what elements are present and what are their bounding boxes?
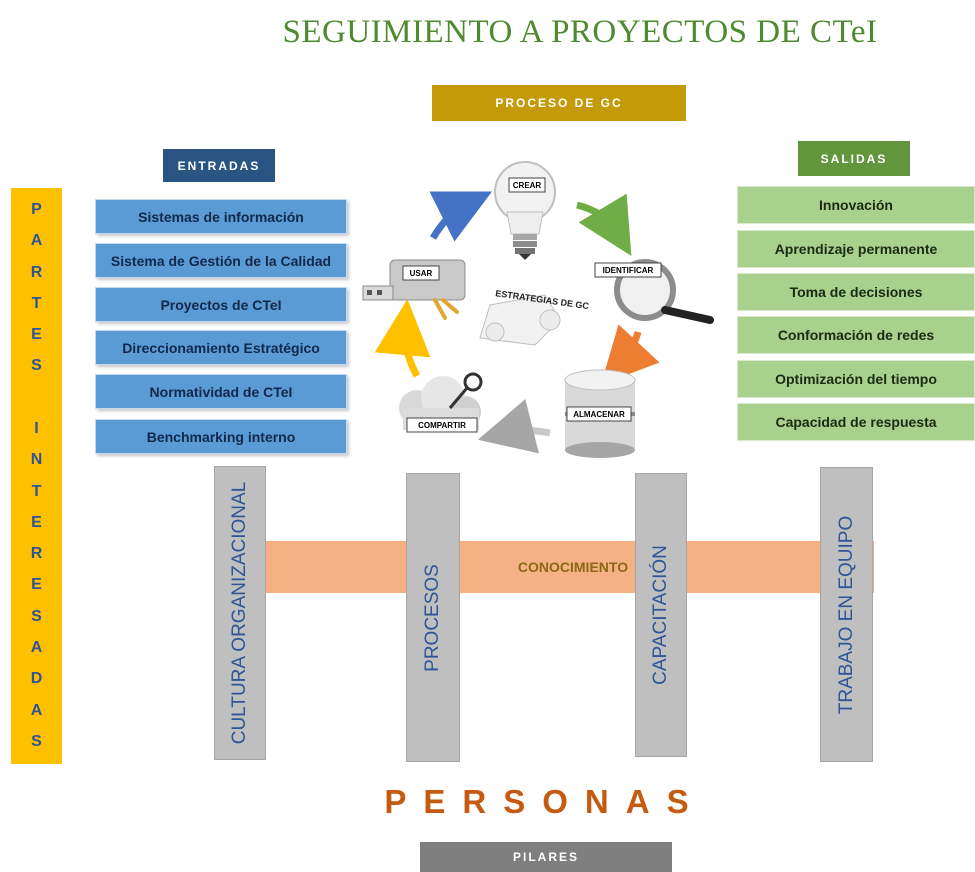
arrow-compartir-usar: [374, 299, 431, 378]
arrow-crear-identificar: [576, 193, 632, 257]
partes-letter: P: [31, 201, 42, 218]
partes-letter: T: [31, 294, 42, 312]
pillar-label: CULTURA ORGANIZACIONAL: [229, 481, 250, 745]
proceso-header: PROCESO DE GC: [432, 85, 686, 121]
arrow-usar-crear: [429, 191, 493, 242]
partes-letter: T: [31, 482, 42, 500]
partes-letter: A: [30, 701, 43, 719]
pillar: CULTURA ORGANIZACIONAL: [214, 466, 266, 760]
pilares-header: PILARES: [420, 842, 672, 872]
gc-cycle: ESTRATEGIAS DE GC CREAR IDENTIFICAR ALMA…: [362, 161, 714, 458]
entrada-item: Sistema de Gestión de la Calidad: [95, 243, 347, 278]
entradas-header: ENTRADAS: [163, 149, 275, 182]
salidas-header: SALIDAS: [798, 141, 910, 176]
pillar-label: PROCESOS: [422, 563, 443, 672]
partes-letter: S: [31, 607, 42, 625]
partes-letter: R: [30, 263, 43, 281]
partes-letter: S: [31, 357, 42, 375]
salida-item: Capacidad de respuesta: [737, 403, 975, 441]
salidas-label: SALIDAS: [820, 151, 888, 166]
salida-item: Toma de decisiones: [737, 273, 975, 311]
step-identificar: IDENTIFICAR: [603, 266, 654, 275]
proceso-label: PROCESO DE GC: [495, 96, 623, 110]
lightbulb-icon: [494, 161, 556, 260]
pillar-label: CAPACITACIÓN: [650, 545, 671, 685]
partes-letter: A: [30, 232, 43, 250]
step-compartir: COMPARTIR: [418, 421, 466, 430]
salida-item: Conformación de redes: [737, 316, 975, 354]
partes-letter: D: [30, 670, 43, 688]
partes-letter: R: [30, 545, 43, 563]
entrada-item: Normatividad de CTeI: [95, 374, 347, 409]
salida-item: Aprendizaje permanente: [737, 230, 975, 268]
conocimiento-band: CONOCIMIENTO: [266, 541, 874, 593]
conocimiento-label: CONOCIMIENTO: [517, 559, 629, 575]
partes-letter: E: [31, 326, 42, 344]
partes-letter: N: [30, 451, 43, 469]
arrow-almacenar-compartir: [477, 399, 551, 454]
diagram-title: SEGUIMIENTO A PROYECTOS DE CTeI: [282, 14, 878, 50]
entradas-label: ENTRADAS: [177, 158, 261, 173]
entrada-item: Direccionamiento Estratégico: [95, 330, 347, 365]
entrada-item: Benchmarking interno: [95, 419, 347, 454]
partes-letter: E: [31, 513, 42, 531]
partes-letter: A: [30, 638, 43, 656]
partes-letter: E: [31, 576, 42, 594]
pillar-label: TRABAJO EN EQUIPO: [835, 515, 857, 714]
step-usar: USAR: [410, 269, 433, 278]
puzzle-icon: [479, 294, 561, 346]
entrada-item: Sistemas de información: [95, 199, 347, 234]
pillar: CAPACITACIÓN: [635, 473, 687, 757]
salida-item: Optimización del tiempo: [737, 360, 975, 398]
personas-label: PERSONAS: [384, 783, 706, 820]
entrada-item: Proyectos de CTeI: [95, 287, 347, 322]
pilares-label: PILARES: [512, 850, 579, 864]
partes-interesadas-bar: P A R T E S I N T E R E S A D A S: [11, 188, 62, 764]
salida-item: Innovación: [737, 186, 975, 224]
step-almacenar: ALMACENAR: [573, 410, 625, 419]
partes-letter: S: [31, 732, 42, 750]
step-crear: CREAR: [513, 181, 542, 190]
pillar: TRABAJO EN EQUIPO: [820, 467, 873, 762]
partes-letter: I: [34, 419, 39, 437]
pillar: PROCESOS: [406, 473, 460, 762]
arrow-identificar-almacenar: [600, 324, 660, 385]
